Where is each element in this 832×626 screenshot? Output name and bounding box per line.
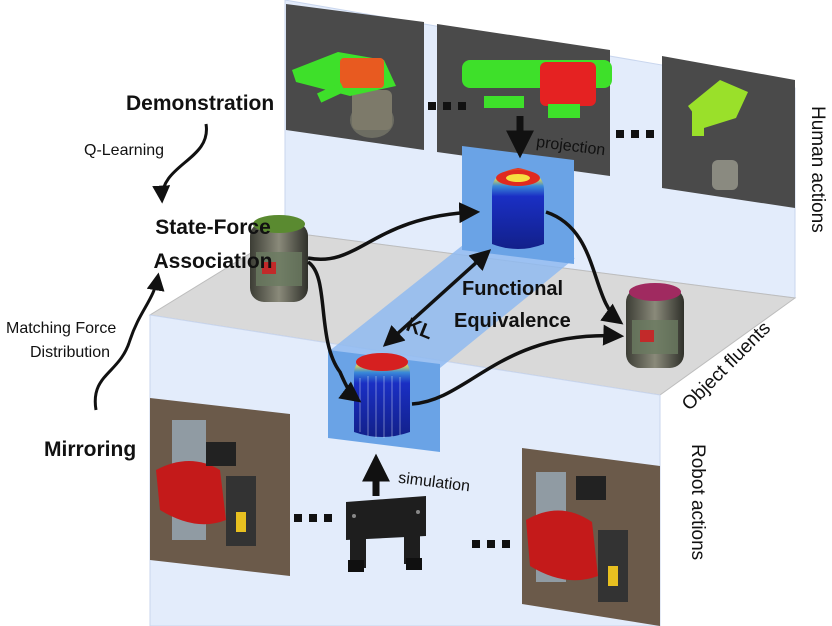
label-functional: Functional xyxy=(462,278,564,300)
robot-ellipsis-1 xyxy=(294,514,332,522)
label-matching-force: Matching Force xyxy=(6,320,117,337)
arrow-jar-to-simulation xyxy=(306,260,362,403)
arrow-simulation-to-jar xyxy=(411,324,625,406)
human-ellipsis-1 xyxy=(428,102,466,110)
label-demonstration: Demonstration xyxy=(126,92,275,115)
arrow-mirroring-to-association xyxy=(93,272,165,411)
robot-photo-1 xyxy=(150,398,290,576)
human-demo-frame-1 xyxy=(286,4,424,150)
simulated-jar-heatmap xyxy=(354,353,410,438)
human-demo-frame-3 xyxy=(662,56,795,208)
label-equivalence: Equivalence xyxy=(454,310,571,332)
label-distribution: Distribution xyxy=(30,344,111,361)
projected-jar-heatmap xyxy=(492,168,544,249)
arrow-kl-bidirectional xyxy=(382,249,492,347)
arrow-jar-to-projection xyxy=(307,202,481,261)
label-association: Association xyxy=(153,250,273,273)
arrow-demonstration-to-association xyxy=(152,123,208,204)
label-q-learning: Q-Learning xyxy=(84,142,165,159)
label-human-actions: Human actions xyxy=(807,106,828,233)
label-mirroring: Mirroring xyxy=(44,438,137,461)
jar-final-state xyxy=(626,283,684,368)
label-state-force: State-Force xyxy=(155,216,271,239)
arrow-projection-to-jar xyxy=(545,210,624,325)
robot-ellipsis-2 xyxy=(472,540,510,548)
human-demo-frame-2 xyxy=(437,24,612,176)
human-ellipsis-2 xyxy=(616,130,654,138)
jar-initial-state xyxy=(250,215,308,302)
robotiq-gripper xyxy=(346,496,426,572)
label-robot-actions: Robot actions xyxy=(687,444,708,561)
robot-photo-2 xyxy=(522,448,660,626)
